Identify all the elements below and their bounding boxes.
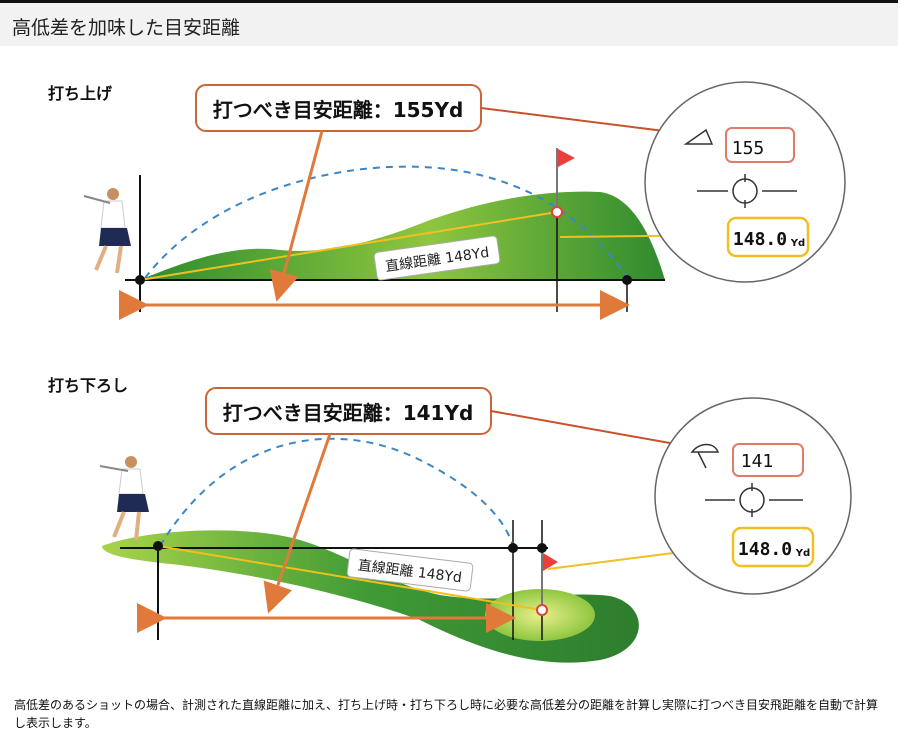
uphill-display-top: 155 [732, 138, 765, 159]
downhill-display-unit: Yd [795, 548, 810, 559]
downhill-straight-line [157, 545, 543, 611]
downhill-display-bottom: 148.0 [738, 539, 792, 560]
downhill-flag [541, 552, 558, 610]
downhill-callout-pointer [263, 433, 332, 614]
uphill-callout-text: 打つべき目安距離：155Yd [213, 98, 464, 122]
downhill-viewfinder: 141 148.0 Yd [654, 397, 852, 595]
uphill-callout-pointer [269, 130, 324, 302]
downhill-pin-dot [536, 604, 548, 616]
uphill-display-unit: Yd [790, 238, 805, 249]
header-bar: 高低差を加味した目安距離 [0, 0, 898, 46]
uphill-straight-line [139, 211, 558, 281]
page-title: 高低差を加味した目安距離 [12, 17, 241, 39]
downhill-landing-dot [508, 543, 518, 553]
downhill-callout-text: 打つべき目安距離：141Yd [223, 401, 474, 425]
downhill-trajectory [159, 437, 514, 547]
golfer-downhill-icon [99, 456, 149, 541]
uphill-viewfinder: 155 148.0 Yd [644, 81, 846, 283]
downhill-label: 打ち下ろし [48, 376, 129, 395]
uphill-display-bottom: 148.0 [733, 229, 787, 250]
downhill-tee-dot [153, 541, 163, 551]
uphill-tee-dot [135, 275, 145, 285]
uphill-landing-dot [622, 275, 632, 285]
uphill-pin-dot [551, 206, 563, 218]
uphill-label: 打ち上げ [48, 84, 113, 103]
downhill-display-top: 141 [741, 451, 774, 472]
downhill-flag-dot [537, 543, 547, 553]
uphill-flag [556, 148, 575, 212]
footer-description: 高低差のあるショットの場合、計測された直線距離に加え、打ち上げ時・打ち下ろし時に… [14, 698, 879, 730]
golfer-uphill-icon [83, 188, 131, 274]
